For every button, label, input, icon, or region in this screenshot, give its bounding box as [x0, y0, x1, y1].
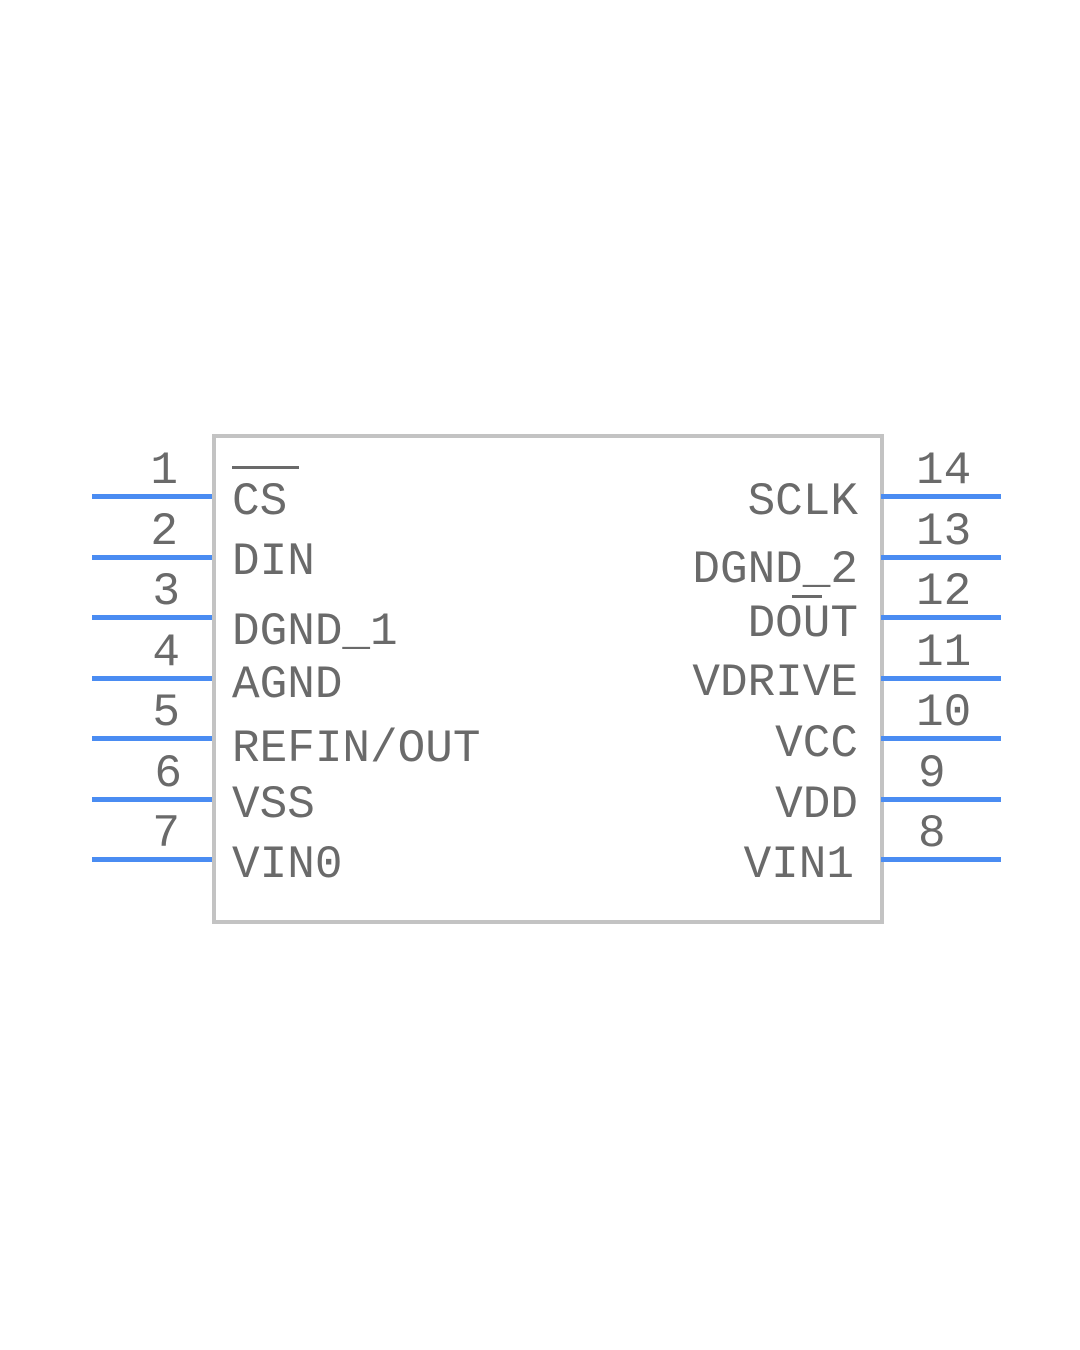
pin-10-number: 10	[916, 687, 972, 739]
pin-14-line	[881, 494, 1001, 499]
pin-8-label: VIN1	[743, 839, 854, 891]
pin-13-number: 13	[916, 506, 972, 558]
pin-5-label: REFIN/OUT	[232, 723, 481, 775]
pin-6-number: 6	[154, 748, 182, 800]
pin-2-number: 2	[150, 506, 178, 558]
pin-14-label: SCLK	[747, 476, 858, 528]
pin-2-label: DIN	[232, 536, 315, 588]
pin-11-label: VDRIVE	[692, 657, 858, 709]
pin-4-label: AGND	[232, 659, 343, 711]
pin-7-label: VIN0	[232, 839, 343, 891]
pin-12-active-low-bar	[792, 595, 822, 598]
pin-6-line	[92, 797, 212, 802]
pin-5-number: 5	[152, 687, 180, 739]
pin-14-number: 14	[916, 445, 972, 497]
pin-10-label: VCC	[775, 718, 858, 770]
pin-1-active-low-bar	[232, 466, 299, 469]
pin-3-line	[92, 615, 212, 620]
pin-3-number: 3	[152, 566, 180, 618]
pin-4-number: 4	[152, 627, 180, 679]
pin-1-label: CS	[232, 476, 288, 528]
pin-12-line	[881, 615, 1001, 620]
pin-8-line	[881, 857, 1001, 862]
ic-body-outline	[212, 434, 884, 924]
pin-12-number: 12	[916, 566, 972, 618]
pin-10-line	[881, 736, 1001, 741]
pin-9-label: VDD	[775, 779, 858, 831]
pin-6-label: VSS	[232, 779, 315, 831]
pin-3-label: DGND_1	[232, 606, 398, 658]
pin-13-line	[881, 555, 1001, 560]
pin-4-line	[92, 676, 212, 681]
pin-8-number: 8	[918, 808, 946, 860]
pin-9-line	[881, 797, 1001, 802]
pin-7-line	[92, 857, 212, 862]
pin-12-label: DOUT	[747, 598, 858, 650]
pin-13-label: DGND_2	[692, 544, 858, 596]
pin-2-line	[92, 555, 212, 560]
pin-11-line	[881, 676, 1001, 681]
pin-7-number: 7	[152, 808, 180, 860]
pin-1-number: 1	[150, 445, 178, 497]
pin-1-line	[92, 494, 212, 499]
pin-5-line	[92, 736, 212, 741]
pin-9-number: 9	[918, 748, 946, 800]
pin-11-number: 11	[916, 627, 972, 679]
